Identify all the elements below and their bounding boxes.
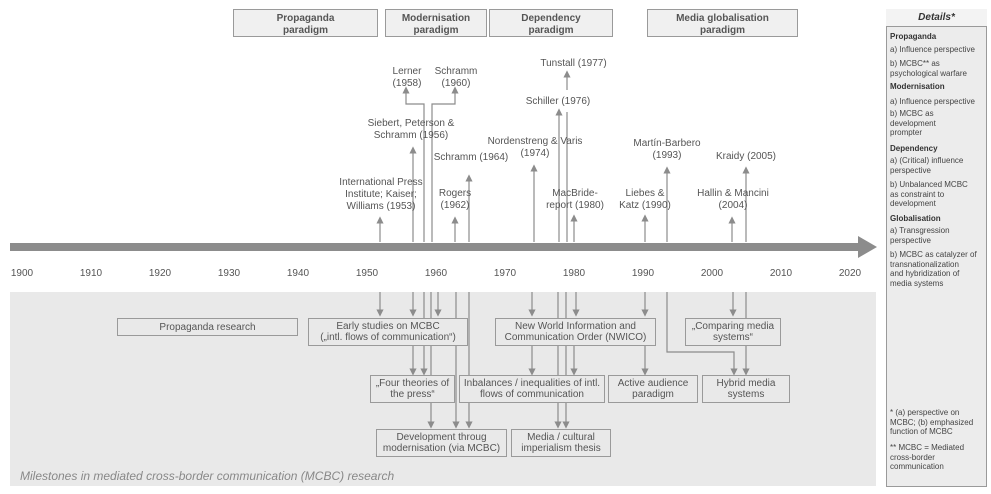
box-early-studies-mcbc: Early studies on MCBC („intl. flows of c… bbox=[308, 318, 468, 346]
year-label: 2020 bbox=[838, 268, 862, 279]
milestone-martin-barbero-1993: Martín-Barbero (1993) bbox=[633, 138, 701, 161]
box-hybrid-media-systems: Hybrid media systems bbox=[702, 375, 790, 403]
milestone-schramm-1960: Schramm (1960) bbox=[434, 66, 478, 89]
paradigm-media-globalisation: Media globalisation paradigm bbox=[647, 9, 798, 37]
arrow-schramm-1960 bbox=[431, 86, 459, 106]
milestone-liebes-katz-1990: Liebes & Katz (1990) bbox=[619, 188, 671, 211]
details-footnote-2: ** MCBC = Mediated cross-border communic… bbox=[890, 443, 965, 471]
details-panel bbox=[886, 9, 987, 487]
milestone-macbride-1980: MacBride- report (1980) bbox=[546, 188, 604, 211]
milestone-hallin-mancini-2004: Hallin & Mancini (2004) bbox=[697, 188, 769, 211]
box-active-audience: Active audience paradigm bbox=[608, 375, 698, 403]
box-propaganda-research: Propaganda research bbox=[117, 318, 298, 336]
milestone-tunstall-1977: Tunstall (1977) bbox=[540, 58, 607, 69]
details-footnote-1: * (a) perspective on MCBC; (b) emphasize… bbox=[890, 408, 974, 436]
year-label: 2000 bbox=[700, 268, 724, 279]
year-label: 2010 bbox=[769, 268, 793, 279]
details-item: b) MCBC** as psychological warfare bbox=[890, 59, 967, 78]
box-inbalances-flows: Inbalances / inequalities of intl. flows… bbox=[459, 375, 605, 403]
year-label: 1920 bbox=[148, 268, 172, 279]
year-label: 1930 bbox=[217, 268, 241, 279]
paradigm-propaganda: Propaganda paradigm bbox=[233, 9, 378, 37]
year-label: 1980 bbox=[562, 268, 586, 279]
details-heading-modernisation: Modernisation bbox=[890, 82, 945, 91]
year-label: 1940 bbox=[286, 268, 310, 279]
box-four-theories-press: „Four theories of the press“ bbox=[370, 375, 455, 403]
details-item: b) MCBC as catalyzer of transnationaliza… bbox=[890, 250, 977, 288]
details-title: Details* bbox=[886, 9, 987, 27]
year-label: 1950 bbox=[355, 268, 379, 279]
details-item: a) Influence perspective bbox=[890, 45, 975, 54]
box-development-modernisation: Development throug modernisation (via MC… bbox=[376, 429, 507, 457]
milestone-siebert-1956: Siebert, Peterson & Schramm (1956) bbox=[367, 118, 455, 141]
milestone-nordenstreng-1974: Nordenstreng & Varis (1974) bbox=[487, 136, 583, 159]
details-item: a) (Critical) influence perspective bbox=[890, 156, 964, 175]
timeline-bar bbox=[10, 243, 862, 251]
details-item: a) Transgression perspective bbox=[890, 226, 950, 245]
milestone-ipi-1953: International Press Institute; Kaiser; W… bbox=[339, 177, 423, 212]
milestone-schiller-1976: Schiller (1976) bbox=[525, 96, 591, 107]
details-item: b) Unbalanced MCBC as constraint to deve… bbox=[890, 180, 968, 208]
timeline-arrowhead bbox=[858, 236, 877, 258]
milestone-kraidy-2005: Kraidy (2005) bbox=[715, 151, 777, 162]
details-heading-propaganda: Propaganda bbox=[890, 32, 937, 41]
paradigm-modernisation: Modernisation paradigm bbox=[385, 9, 487, 37]
milestone-lerner-1958: Lerner (1958) bbox=[392, 66, 422, 89]
box-comparing-media-systems: „Comparing media systems“ bbox=[685, 318, 781, 346]
milestone-schramm-1964: Schramm (1964) bbox=[433, 152, 509, 163]
diagram-caption: Milestones in mediated cross-border comm… bbox=[20, 469, 395, 483]
paradigm-dependency: Dependency paradigm bbox=[489, 9, 613, 37]
box-nwico: New World Information and Communication … bbox=[495, 318, 656, 346]
year-label: 1960 bbox=[424, 268, 448, 279]
details-item: b) MCBC as development prompter bbox=[890, 109, 936, 137]
arrow-lerner-1958 bbox=[402, 86, 425, 106]
milestone-rogers-1962: Rogers (1962) bbox=[438, 188, 472, 211]
details-item: a) Influence perspective bbox=[890, 97, 975, 106]
year-label: 1970 bbox=[493, 268, 517, 279]
year-label: 1910 bbox=[79, 268, 103, 279]
details-heading-globalisation: Globalisation bbox=[890, 214, 941, 223]
box-media-cultural-imperialism: Media / cultural imperialism thesis bbox=[511, 429, 611, 457]
year-label: 1990 bbox=[631, 268, 655, 279]
year-label: 1900 bbox=[10, 268, 34, 279]
details-heading-dependency: Dependency bbox=[890, 144, 938, 153]
